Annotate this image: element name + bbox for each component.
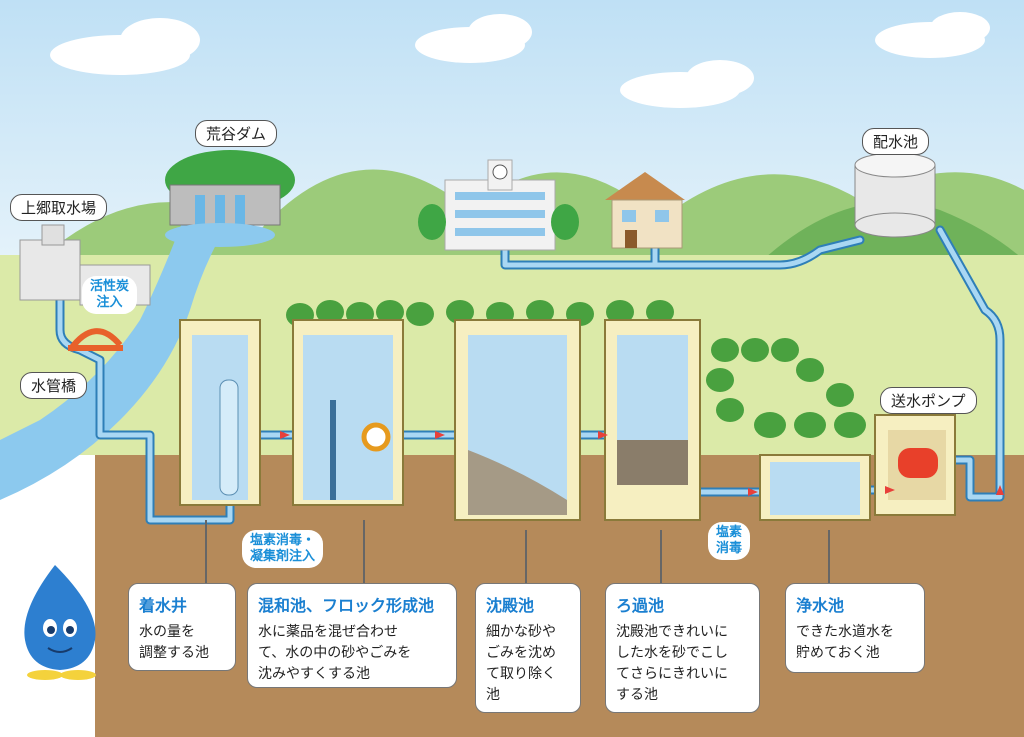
label-intake: 上郷取水場 [10, 194, 108, 221]
distribution-reservoir [854, 152, 936, 238]
water-pipe-bridge [67, 328, 123, 352]
school-building [418, 159, 579, 251]
label-dam: 荒谷ダム [195, 120, 278, 147]
step-desc: できた水道水を 貯めておく池 [796, 624, 894, 661]
stem-step-4 [660, 530, 662, 583]
sedimentation-basin [454, 319, 581, 521]
dam [165, 150, 295, 247]
flow-arrows [280, 431, 1004, 496]
filtration-basin [604, 319, 701, 521]
step-desc: 細かな砂や ごみを沈め て取り除く 池 [486, 624, 556, 703]
water-drop-mascot [24, 565, 96, 680]
step-desc: 水に薬品を混ぜ合わせ て、水の中の砂やごみを 沈みやすくする池 [258, 624, 412, 682]
house [605, 172, 685, 249]
step-desc: 水の量を 調整する池 [139, 624, 209, 661]
label-bridge: 水管橋 [20, 372, 88, 399]
receiving-well [179, 319, 261, 506]
callout-mixing-flocculation: 混和池、フロック形成池 水に薬品を混ぜ合わせ て、水の中の砂やごみを 沈みやすく… [247, 583, 457, 688]
callout-filtration: ろ過池 沈殿池できれいに した水を砂でこし てさらにきれいに する池 [605, 583, 760, 713]
callout-sedimentation: 沈殿池 細かな砂や ごみを沈め て取り除く 池 [475, 583, 581, 713]
mixing-flocculation-basin [292, 319, 404, 506]
stem-step-2 [363, 520, 365, 583]
step-desc: 沈殿池できれいに した水を砂でこし てさらにきれいに する池 [616, 624, 728, 703]
callout-clear-water: 浄水池 できた水道水を 貯めておく池 [785, 583, 925, 673]
label-reservoir: 配水池 [862, 128, 930, 155]
stem-step-5 [828, 530, 830, 583]
clear-water-basin [759, 454, 871, 521]
label-coagulant-injection: 塩素消毒・ 凝集剤注入 [242, 530, 324, 568]
label-pump: 送水ポンプ [880, 387, 977, 414]
label-carbon-injection: 活性炭 注入 [82, 276, 138, 314]
step-title: ろ過池 [616, 596, 665, 615]
river [0, 215, 230, 500]
step-title: 浄水池 [796, 596, 845, 615]
label-chlorine-disinfection: 塩素 消毒 [708, 522, 751, 560]
pipes-inner [57, 227, 1003, 523]
clouds [50, 12, 990, 108]
stem-step-3 [525, 530, 527, 583]
step-title: 着水井 [139, 596, 188, 615]
stem-step-1 [205, 520, 207, 583]
callout-receiving-well: 着水井 水の量を 調整する池 [128, 583, 236, 671]
pump-house [874, 414, 956, 516]
step-title: 混和池、フロック形成池 [258, 596, 435, 615]
step-title: 沈殿池 [486, 596, 535, 615]
